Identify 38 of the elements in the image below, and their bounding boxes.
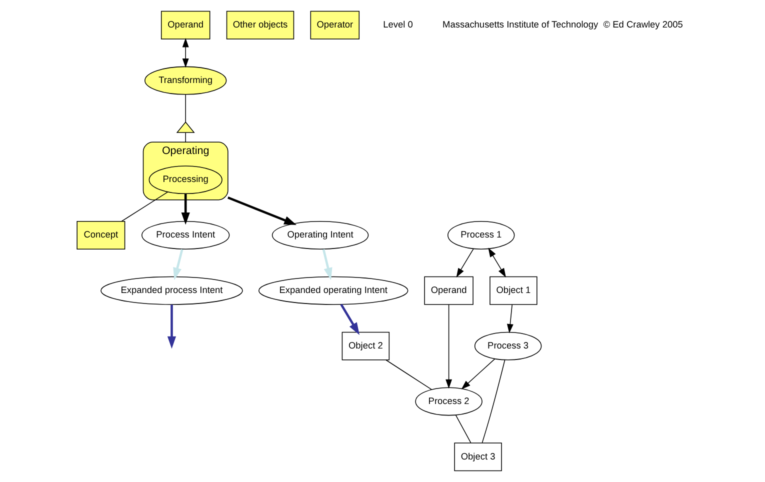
node-box: Operand [160, 10, 210, 40]
node-box: Object 1 [489, 276, 537, 305]
node-ellipse: Expanded process Intent [100, 276, 242, 305]
arrow [445, 304, 452, 389]
arrow [456, 248, 474, 278]
arrow [227, 196, 296, 225]
node-box: Concept [76, 221, 125, 250]
node-ellipse: Process Intent [141, 221, 230, 250]
arrow [182, 38, 188, 68]
label: Level 0 [382, 20, 412, 30]
arrow [172, 249, 183, 280]
node-ellipse: Processing [148, 166, 222, 194]
node-ellipse: Process 1 [447, 221, 514, 250]
node-ellipse: Process 2 [414, 387, 482, 416]
connector [120, 192, 168, 222]
connector [481, 360, 505, 444]
arrow [340, 304, 359, 335]
connector [184, 132, 186, 142]
connector [455, 414, 471, 444]
node-box: Other objects [226, 10, 294, 40]
node-box: Object 3 [454, 442, 502, 472]
node-ellipse: Operating Intent [271, 221, 368, 250]
arrow [460, 358, 495, 390]
node-ellipse: Process 3 [474, 332, 542, 360]
node-box: Operand [424, 276, 473, 305]
arrow [488, 248, 506, 278]
node-ellipse: Expanded operating Intent [258, 276, 408, 305]
node-box: Operator [310, 10, 360, 40]
node-ellipse: Transforming [144, 66, 226, 95]
connector [184, 94, 186, 122]
arrow [166, 304, 176, 349]
arrow [180, 194, 190, 225]
node-box: Object 2 [341, 332, 390, 360]
node-triangle [176, 121, 194, 133]
arrow [506, 304, 513, 334]
label: Massachusetts Institute of Technology © Ed Crawley 2005 [442, 20, 682, 30]
connector [385, 360, 432, 390]
arrow [322, 249, 332, 280]
